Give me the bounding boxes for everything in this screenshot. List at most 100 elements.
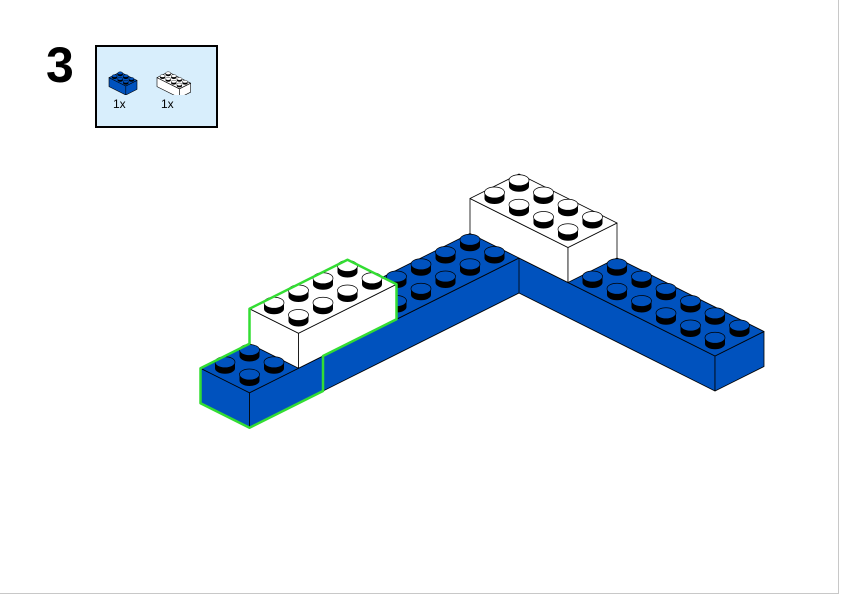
page-border-bottom: [0, 593, 839, 594]
stud-top: [170, 80, 177, 84]
stud-top: [459, 233, 481, 246]
stud-top: [312, 296, 334, 309]
stud: [631, 295, 652, 313]
part-quantity: 1x: [161, 97, 174, 111]
blue-brick-icon: [108, 71, 138, 95]
stud: [484, 186, 505, 204]
stud-top: [582, 270, 603, 283]
stud: [484, 246, 505, 264]
stud-top: [288, 309, 309, 321]
stud: [170, 74, 177, 79]
stud-top: [729, 319, 750, 332]
stud: [533, 211, 554, 229]
stud: [704, 331, 726, 350]
stud-top: [484, 246, 505, 258]
stud-top: [680, 295, 701, 307]
stud-top: [386, 270, 407, 283]
stud-top: [337, 284, 358, 297]
stud: [606, 258, 628, 276]
part-white-brick: 1x: [153, 55, 205, 115]
stud-top: [704, 307, 726, 320]
stud-top: [533, 186, 554, 199]
stud: [111, 74, 118, 79]
stud-top: [606, 282, 628, 295]
stud: [117, 77, 124, 82]
stud: [182, 80, 188, 85]
white-brick-icon: [156, 71, 191, 95]
stud: [159, 74, 166, 79]
stud: [122, 74, 129, 79]
stud-top: [117, 77, 124, 81]
stud-top: [484, 186, 505, 199]
stud-top: [165, 77, 172, 81]
stud: [165, 71, 172, 77]
stud: [704, 307, 726, 325]
stud: [655, 307, 677, 325]
stud: [263, 356, 285, 374]
stud-top: [655, 282, 677, 295]
part-blue-brick: 1x: [105, 55, 157, 115]
stud-top: [165, 71, 172, 75]
stud: [557, 198, 579, 217]
stud: [533, 186, 554, 204]
stud-top: [557, 223, 579, 236]
stud: [459, 233, 481, 252]
stud-top: [239, 368, 260, 381]
stud: [680, 295, 701, 313]
stud: [582, 211, 603, 229]
stud-top: [582, 211, 603, 223]
stud: [435, 270, 456, 288]
stud-top: [176, 77, 183, 81]
stud-top: [459, 258, 481, 271]
stud-top: [111, 74, 118, 78]
stud-top: [122, 80, 129, 84]
stud: [435, 246, 456, 264]
stud: [410, 258, 432, 276]
stud: [410, 282, 432, 301]
stud: [312, 296, 334, 315]
stud: [337, 284, 358, 302]
new-white-brick: [249, 259, 397, 369]
stud-top: [117, 71, 124, 75]
stud: [165, 77, 172, 82]
stud-top: [631, 295, 652, 307]
stud: [729, 319, 750, 337]
stud-top: [128, 77, 135, 81]
stud-top: [435, 270, 456, 283]
stud-top: [606, 258, 628, 271]
stud-top: [508, 198, 530, 211]
stud-top: [655, 307, 677, 320]
new-parts-highlight-outline: [199, 258, 398, 429]
stud: [176, 82, 183, 88]
stud-top: [557, 198, 579, 211]
stud: [582, 270, 603, 288]
stud: [122, 80, 129, 85]
stud: [655, 282, 677, 301]
step-number: 3: [46, 37, 74, 93]
stud: [117, 71, 124, 77]
stud-top: [680, 319, 701, 332]
stud-top: [704, 331, 726, 344]
page-border-right: [838, 0, 839, 593]
stud-top: [410, 258, 432, 271]
stud-top: [410, 282, 432, 295]
stud: [170, 80, 177, 85]
stud-top: [533, 211, 554, 223]
stud: [128, 77, 135, 82]
parts-list-callout: 1x 1x: [95, 45, 218, 128]
stud-top: [263, 356, 285, 369]
stud: [239, 368, 260, 386]
stud: [680, 319, 701, 337]
stud: [508, 174, 530, 192]
stud-top: [170, 74, 177, 78]
stud-top: [159, 74, 166, 78]
stud-top: [631, 270, 652, 283]
part-quantity: 1x: [113, 97, 126, 111]
stud: [557, 223, 579, 241]
white-brick-back: [469, 173, 618, 283]
stud-top: [176, 82, 183, 86]
stud: [176, 77, 183, 82]
stud-top: [435, 246, 456, 258]
stud: [508, 198, 530, 217]
